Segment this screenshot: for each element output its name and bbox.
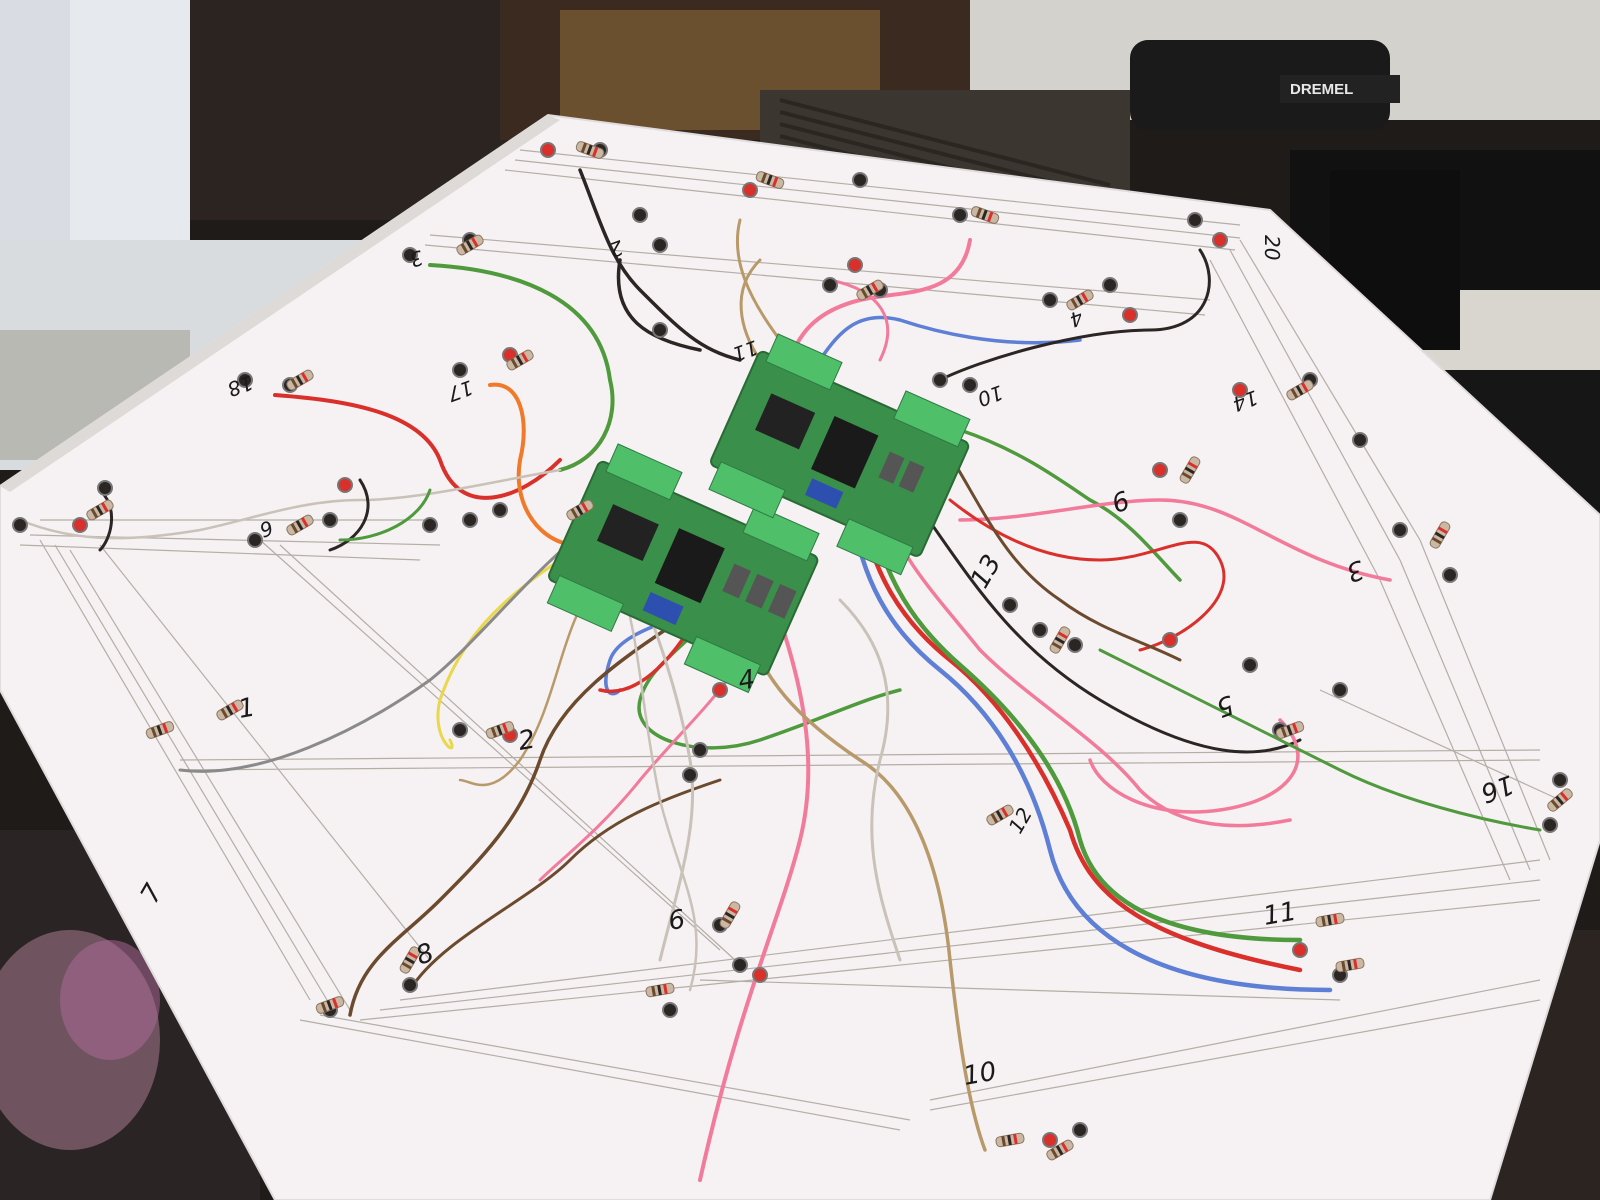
- led-holder: [1172, 512, 1188, 528]
- led-holder: [462, 512, 478, 528]
- resistor: [86, 499, 114, 521]
- resistor: [485, 721, 515, 739]
- resistor: [575, 141, 605, 159]
- resistor: [995, 1132, 1025, 1148]
- resistor: [1547, 788, 1573, 812]
- label-20: 20: [1260, 235, 1284, 260]
- led-holder: [822, 277, 838, 293]
- led-holder: [1332, 682, 1348, 698]
- led-holder: [692, 742, 708, 758]
- led-holder: [1552, 772, 1568, 788]
- resistor: [755, 171, 785, 189]
- led-holder: [1352, 432, 1368, 448]
- led-holder: [712, 682, 728, 698]
- led-holder: [632, 207, 648, 223]
- resistor: [970, 206, 1000, 224]
- resistor: [1315, 912, 1345, 928]
- handwritten-labels: 1 2 3 4 5 6 7 8 9 10 11 12 13 14 16 17 1…: [135, 235, 1518, 1092]
- resistor: [216, 699, 244, 721]
- resistor: [986, 804, 1014, 826]
- led-holder: [952, 207, 968, 223]
- led-holder: [452, 722, 468, 738]
- led-holder: [72, 517, 88, 533]
- resistor: [1335, 957, 1365, 973]
- led-holder: [1392, 522, 1408, 538]
- label-10: 10: [961, 1057, 999, 1092]
- resistor: [315, 996, 345, 1014]
- resistor: [145, 721, 175, 739]
- led-holder: [1162, 632, 1178, 648]
- led-holder: [1002, 597, 1018, 613]
- led-holder: [422, 517, 438, 533]
- label-2: 2: [516, 724, 538, 756]
- resistor: [506, 349, 534, 371]
- resistor: [286, 369, 314, 391]
- led-holder: [932, 372, 948, 388]
- led-holder: [732, 957, 748, 973]
- resistor: [856, 279, 884, 301]
- resistor: [1275, 721, 1305, 739]
- resistor: [645, 982, 675, 998]
- led-holder: [247, 532, 263, 548]
- led-holder: [540, 142, 556, 158]
- resistor: [719, 901, 741, 929]
- led-holder: [1072, 1122, 1088, 1138]
- led-holder: [652, 322, 668, 338]
- led-holder: [1242, 657, 1258, 673]
- led-holder: [1542, 817, 1558, 833]
- label-11: 11: [1261, 897, 1299, 932]
- led-holder: [662, 1002, 678, 1018]
- led-holder: [1187, 212, 1203, 228]
- led-holder: [402, 247, 418, 263]
- controller-board-right: [708, 333, 971, 576]
- resistor: [1049, 626, 1071, 654]
- led-holder: [1212, 232, 1228, 248]
- resistor: [1179, 456, 1201, 484]
- led-holder: [652, 237, 668, 253]
- resistor: [1429, 521, 1451, 549]
- led-holder: [1042, 292, 1058, 308]
- resistor: [286, 514, 314, 536]
- led-holder: [97, 480, 113, 496]
- resistor: [1286, 379, 1314, 401]
- led-holder: [1042, 1132, 1058, 1148]
- led-holder: [1442, 567, 1458, 583]
- label-1: 1: [236, 692, 258, 724]
- resistors: [86, 141, 1573, 1161]
- led-holder: [1232, 382, 1248, 398]
- led-holder: [1032, 622, 1048, 638]
- resistor: [566, 499, 594, 521]
- led-holder: [322, 512, 338, 528]
- resistor: [399, 946, 421, 974]
- led-holder: [852, 172, 868, 188]
- label-6: 6: [666, 904, 688, 936]
- led-holder: [237, 372, 253, 388]
- clear-wire-grid: [19, 149, 1561, 1131]
- led-holder: [1292, 942, 1308, 958]
- led-holder: [682, 767, 698, 783]
- led-holder: [402, 977, 418, 993]
- led-holder: [12, 517, 28, 533]
- led-holder: [452, 362, 468, 378]
- led-holder: [337, 477, 353, 493]
- label-4: 4: [736, 664, 758, 696]
- led-holder: [1067, 637, 1083, 653]
- led-holder: [492, 502, 508, 518]
- led-holder: [847, 257, 863, 273]
- resistor: [456, 234, 484, 256]
- resistor: [1066, 289, 1094, 311]
- tool-label: DREMEL: [1290, 81, 1353, 98]
- led-holder: [1102, 277, 1118, 293]
- resistor: [1046, 1139, 1074, 1161]
- led-holder: [962, 377, 978, 393]
- led-holder: [742, 182, 758, 198]
- led-holder: [752, 967, 768, 983]
- led-holder: [1152, 462, 1168, 478]
- controller-board-left: [546, 443, 820, 694]
- led-holder: [1122, 307, 1138, 323]
